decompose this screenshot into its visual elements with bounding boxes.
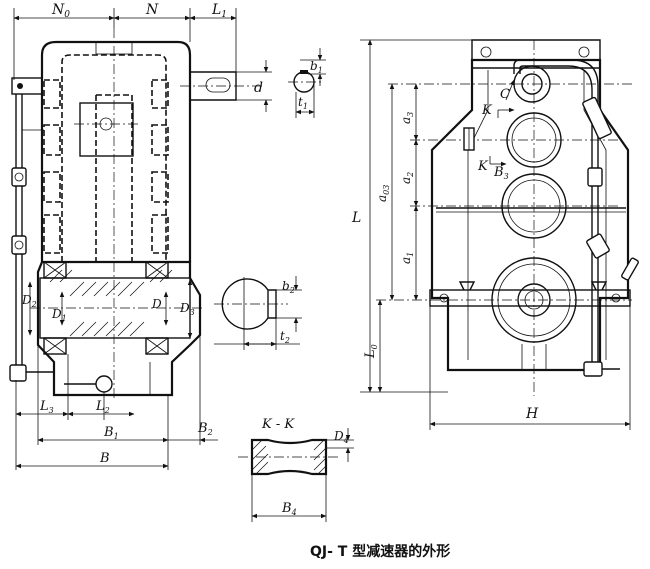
label-L3: L3 — [39, 399, 54, 415]
label-t2: t2 — [280, 329, 290, 345]
label-D1: D1 — [51, 307, 67, 323]
label-b1: b1 — [310, 59, 323, 75]
inspection-cover — [79, 102, 134, 157]
label-section-k-k: K - K — [261, 417, 295, 432]
label-N: N — [145, 2, 159, 18]
drain-plug-icon — [95, 375, 113, 393]
label-C: C — [500, 87, 510, 102]
side-view — [9, 28, 262, 400]
label-L: L — [351, 210, 361, 226]
label-L2: L2 — [95, 399, 110, 415]
label-a3: a3 — [399, 112, 415, 124]
label-B3: B3 — [493, 165, 509, 181]
label-a03: a03 — [375, 185, 391, 202]
label-K-top: K — [481, 103, 493, 118]
label-L0: L0 — [363, 344, 379, 359]
label-B2: B2 — [197, 421, 213, 437]
label-K-mid: K — [477, 159, 489, 174]
label-D: D — [151, 297, 162, 311]
label-t1: t1 — [298, 95, 308, 111]
label-d: d — [254, 80, 263, 96]
label-a2: a2 — [399, 172, 415, 184]
label-D4: D4 — [333, 429, 349, 445]
front-dimensions — [360, 39, 631, 430]
section-k-k — [238, 428, 354, 522]
side-bottom-dimensions — [15, 279, 218, 470]
input-keyway — [205, 77, 231, 93]
label-D2: D2 — [21, 293, 37, 309]
label-D3: D3 — [179, 301, 195, 317]
figure-caption: QJ- T 型减速器的外形 — [310, 543, 450, 560]
dimension-labels: N0 N L1 d b1 t1 b2 t2 D2 D1 D D3 L3 L2 B… — [21, 2, 539, 517]
label-B1: B1 — [103, 425, 119, 441]
side-top-dimensions — [13, 8, 272, 112]
label-H: H — [525, 406, 539, 422]
label-a1: a1 — [399, 252, 415, 264]
front-view — [376, 39, 639, 396]
label-B4: B4 — [281, 501, 297, 517]
label-N0: N0 — [51, 2, 70, 20]
label-B: B — [99, 451, 110, 466]
shaft-key-detail-bottom — [214, 276, 302, 350]
label-b2: b2 — [282, 279, 295, 295]
label-L1: L1 — [211, 2, 227, 20]
shaft-key-detail-top — [288, 48, 326, 118]
